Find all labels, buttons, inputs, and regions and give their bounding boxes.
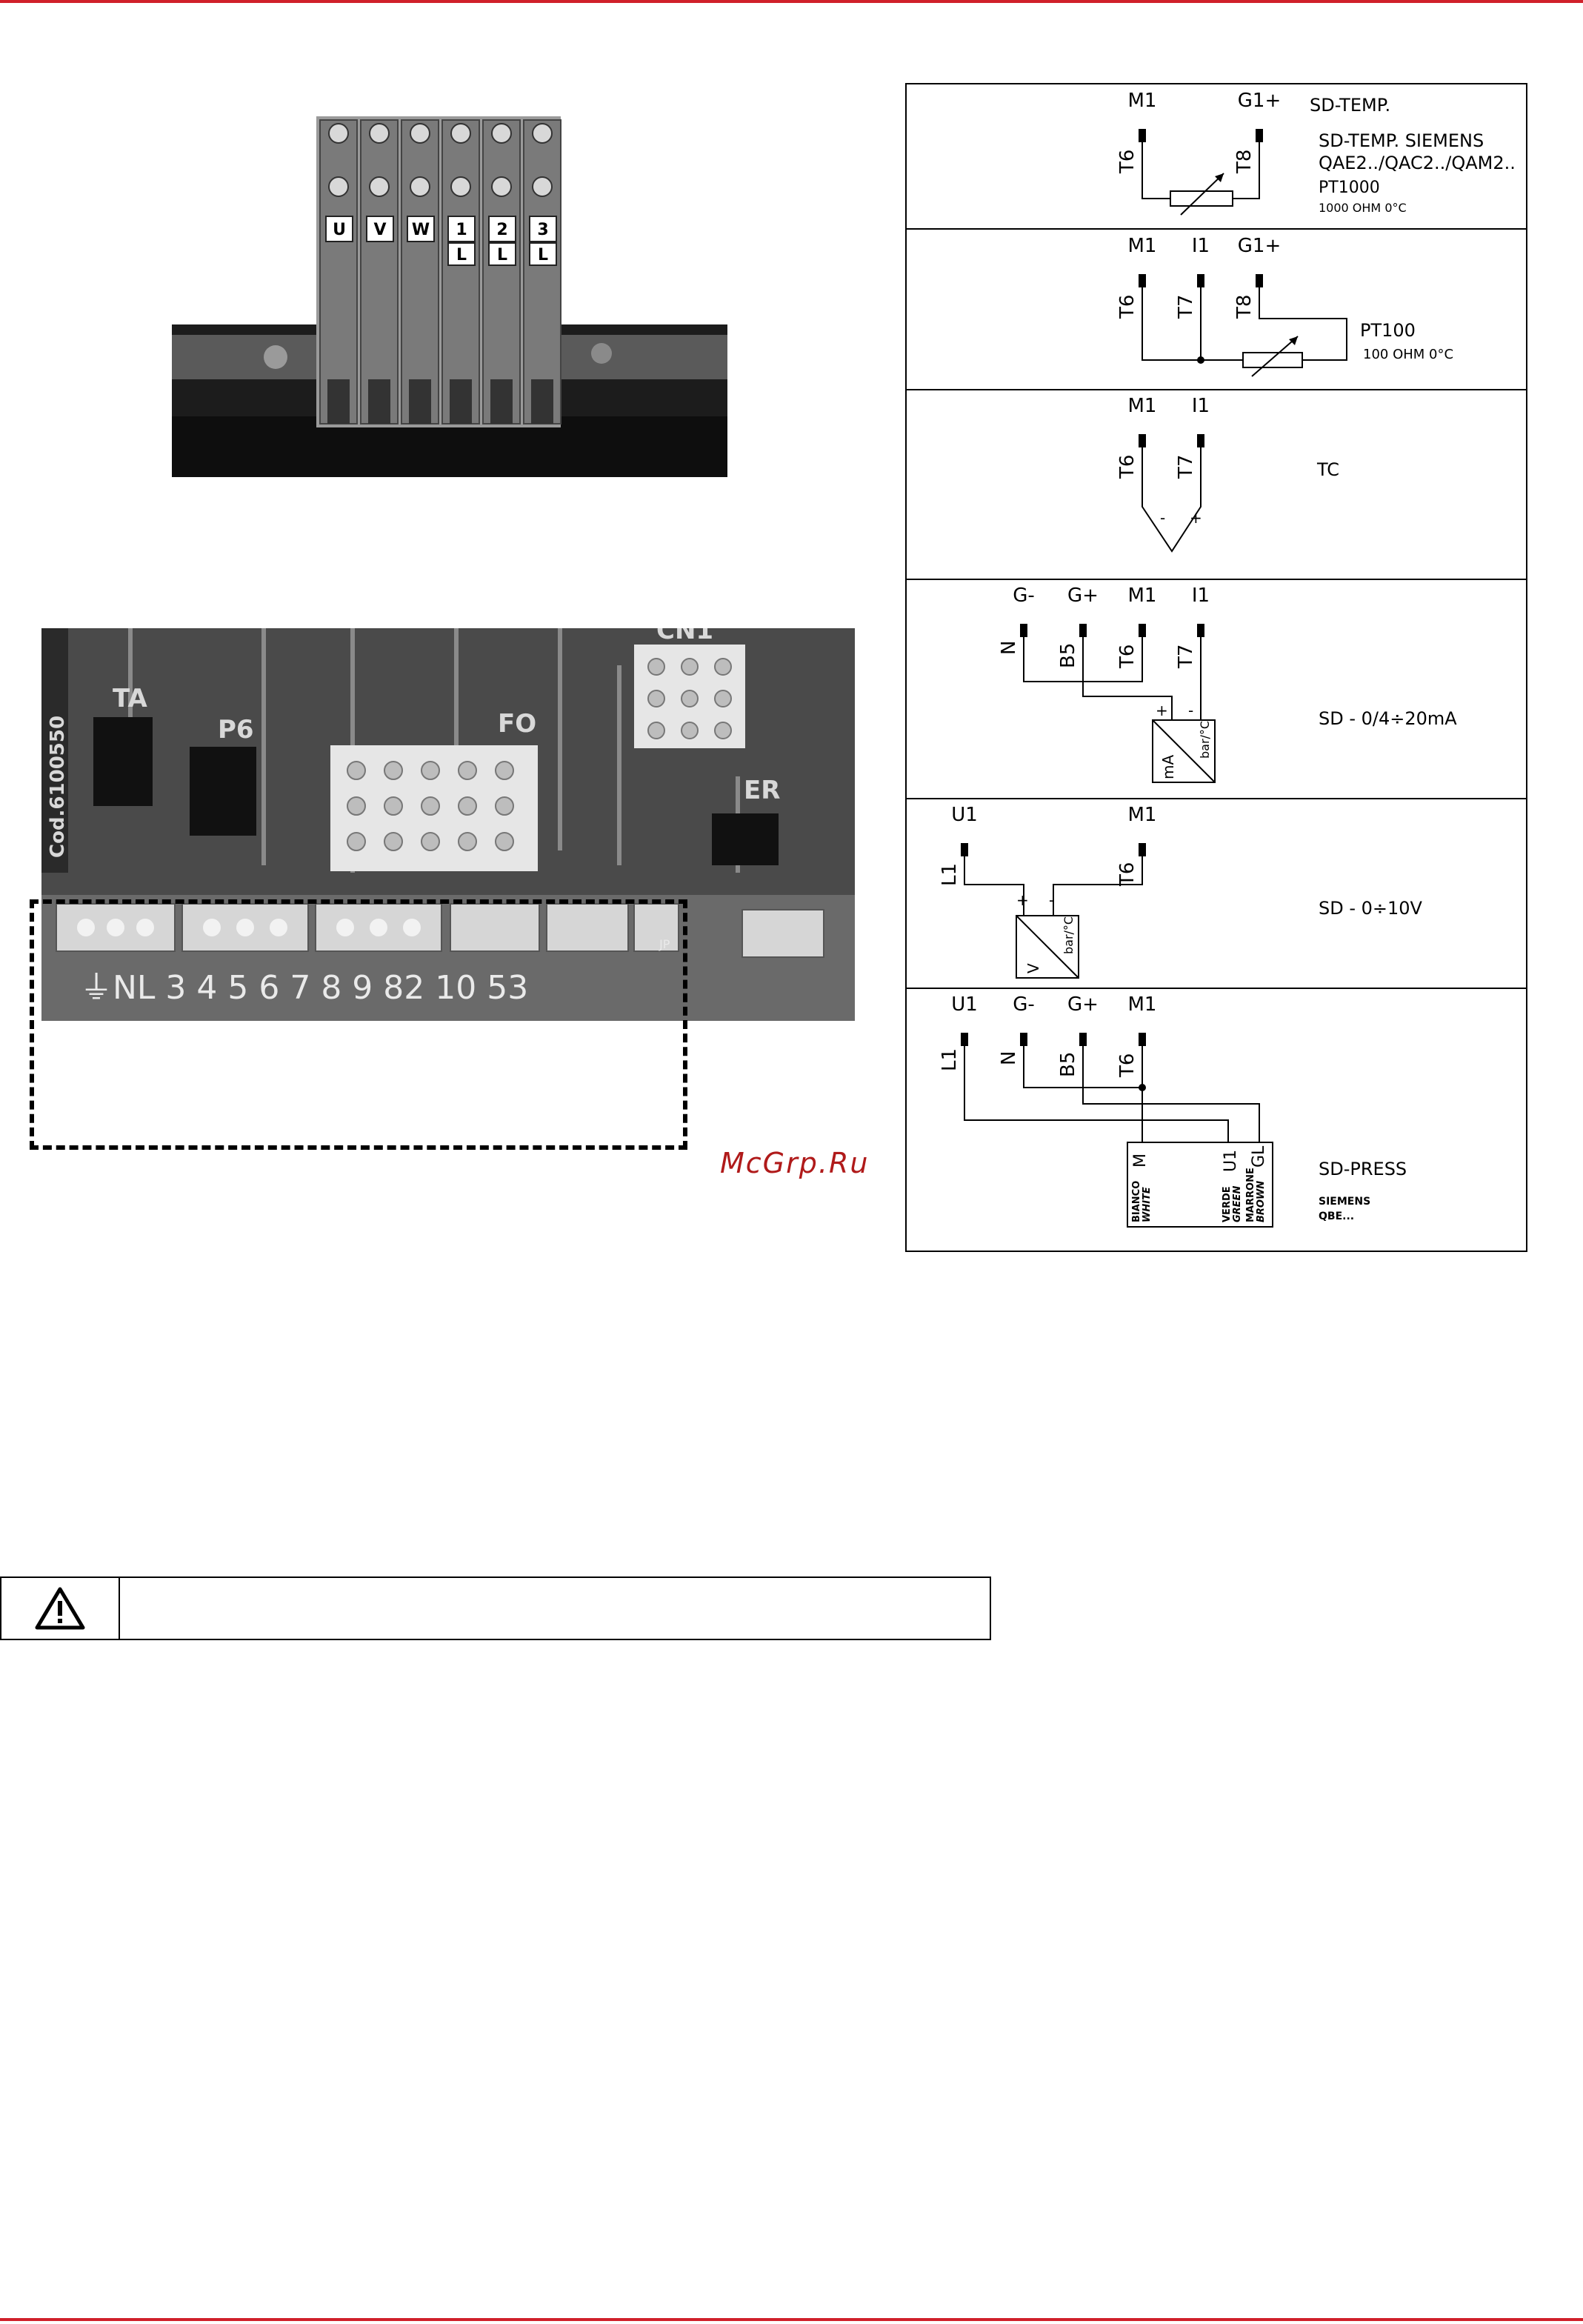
wire-color-brown: BROWN: [1256, 1181, 1267, 1222]
sensor-signal-v: V: [1024, 963, 1042, 973]
terminal-m1: M1: [1128, 585, 1157, 607]
sensor-desc-2: SIEMENS: [1319, 1196, 1370, 1208]
watermark: McGrp.Ru: [720, 1147, 870, 1179]
row-sd-current: G- G+ M1 I1 N B5 T6 T7 + - mA bar/°C SD …: [998, 585, 1457, 783]
pin-l1: L1: [939, 1048, 961, 1071]
connector-cn1: CN1: [656, 628, 713, 645]
pin-t6: T6: [1116, 645, 1139, 669]
terminal-label-v: V: [373, 221, 386, 239]
terminal-g1-plus: G1+: [1238, 235, 1281, 257]
box-terminal-gl: GL: [1250, 1145, 1268, 1168]
terminal-block-photo: U V W 1 2 3 L L L: [172, 113, 727, 477]
sensor-units: bar/°C: [1062, 916, 1076, 954]
row-pt100: M1 I1 G1+ T6 T7 T8 PT100 100 OHM 0°C: [1116, 235, 1453, 377]
terminal-u1: U1: [951, 804, 978, 826]
wire-color-green: GREEN: [1232, 1186, 1243, 1222]
pin-l1: L1: [939, 863, 961, 886]
pin-b5: B5: [1057, 1052, 1079, 1077]
sensor-desc-1: SD - 0/4÷20mA: [1319, 708, 1457, 729]
connector-er: ER: [744, 776, 780, 805]
control-board-photo: Cod.6100550 TA P6 FO CN1 ER: [41, 628, 855, 1021]
pin-t6: T6: [1116, 455, 1139, 479]
pin-t7: T7: [1175, 455, 1197, 479]
terminal-m1: M1: [1128, 235, 1157, 257]
terminal-i1: I1: [1192, 235, 1210, 257]
board-jumper: JP: [659, 937, 670, 951]
wire-color-verde: VERDE: [1222, 1186, 1233, 1222]
terminal-i1: I1: [1192, 395, 1210, 417]
terminal-u1: U1: [951, 993, 978, 1016]
terminal-g-minus: G-: [1013, 585, 1035, 607]
sensor-desc-1: SD-PRESS: [1319, 1159, 1407, 1179]
connector-fo: FO: [498, 709, 536, 739]
terminal-g-plus: G+: [1067, 993, 1099, 1016]
pin-n: N: [998, 641, 1020, 655]
sensor-desc-4: 1000 OHM 0°C: [1319, 201, 1407, 215]
sensor-wiring-diagram: M1 G1+ T6 T8 SD-TEMP. SD-TEMP. SIEMENS Q…: [905, 83, 1527, 1252]
polarity-plus: +: [1016, 891, 1029, 909]
pin-t6: T6: [1116, 150, 1139, 174]
sensor-desc-1: TC: [1316, 459, 1339, 480]
terminal-label-1: 1: [456, 221, 467, 239]
terminal-label-u: U: [333, 221, 346, 239]
row-sd-press: U1 G- G+ M1 L1 N B5 T6 M U1 GL BIANCO WH…: [939, 993, 1407, 1228]
sensor-desc-2: QAE2../QAC2../QAM2..: [1319, 153, 1516, 173]
sensor-units: bar/°C: [1198, 721, 1212, 759]
wire-color-bianco: BIANCO: [1131, 1181, 1142, 1222]
pin-t6: T6: [1116, 862, 1139, 887]
sensor-title: SD-TEMP.: [1310, 95, 1390, 116]
row-tc: M1 I1 T6 T7 - + TC: [1116, 395, 1339, 553]
terminal-sublabel-l2: L: [497, 246, 507, 264]
row-sd-voltage: U1 M1 L1 T6 + - V bar/°C SD - 0÷10V: [939, 804, 1423, 979]
warning-triangle-icon: [1, 1578, 120, 1639]
polarity-plus: +: [1190, 509, 1202, 527]
pin-t8: T8: [1233, 150, 1256, 174]
sensor-desc-1: SD - 0÷10V: [1319, 898, 1423, 919]
pin-t7: T7: [1175, 295, 1197, 319]
terminal-m1: M1: [1128, 993, 1157, 1016]
warning-box: [0, 1576, 991, 1640]
wire-color-white: WHITE: [1142, 1187, 1153, 1222]
board-code: Cod.6100550: [47, 716, 69, 858]
pin-t6: T6: [1116, 1053, 1139, 1078]
board-terminal-markings: ⏚NL 3 4 5 6 7 8 9 82 10 53: [80, 969, 528, 1007]
terminal-label-w: W: [412, 221, 430, 239]
sensor-desc-3: PT1000: [1319, 179, 1380, 197]
sensor-desc-2: 100 OHM 0°C: [1363, 347, 1453, 362]
polarity-minus: -: [1160, 509, 1165, 527]
terminal-label-3: 3: [537, 221, 548, 239]
polarity-minus: -: [1049, 891, 1054, 909]
terminal-g1-plus: G1+: [1238, 90, 1281, 112]
connector-p6: P6: [218, 715, 254, 745]
sensor-desc-3: QBE...: [1319, 1211, 1354, 1222]
terminal-i1: I1: [1192, 585, 1210, 607]
terminal-m1: M1: [1128, 804, 1157, 826]
wire-color-marrone: MARRONE: [1245, 1168, 1256, 1222]
terminal-sublabel-l1: L: [456, 246, 467, 264]
row-sd-temp: M1 G1+ T6 T8 SD-TEMP. SD-TEMP. SIEMENS Q…: [1116, 90, 1516, 216]
bottom-red-rule: [0, 2318, 1583, 2321]
connector-ta: TA: [113, 684, 148, 713]
highlight-dashed-box: [30, 899, 687, 1150]
terminal-label-2: 2: [496, 221, 507, 239]
top-red-rule: [0, 0, 1583, 3]
box-terminal-m: M: [1131, 1153, 1150, 1168]
sensor-signal-ma: mA: [1159, 755, 1177, 779]
pin-b5: B5: [1057, 643, 1079, 668]
terminal-sublabel-l3: L: [538, 246, 548, 264]
terminal-g-plus: G+: [1067, 585, 1099, 607]
pin-n: N: [998, 1051, 1020, 1065]
sensor-desc-1: PT100: [1360, 320, 1416, 341]
terminal-g-minus: G-: [1013, 993, 1035, 1016]
box-terminal-u1: U1: [1222, 1150, 1240, 1172]
polarity-minus: -: [1188, 702, 1193, 719]
pin-t7: T7: [1175, 645, 1197, 669]
terminal-m1: M1: [1128, 90, 1157, 112]
sensor-desc-1: SD-TEMP. SIEMENS: [1319, 130, 1484, 151]
polarity-plus: +: [1156, 702, 1168, 719]
terminal-m1: M1: [1128, 395, 1157, 417]
pin-t8: T8: [1233, 295, 1256, 319]
pin-t6: T6: [1116, 295, 1139, 319]
